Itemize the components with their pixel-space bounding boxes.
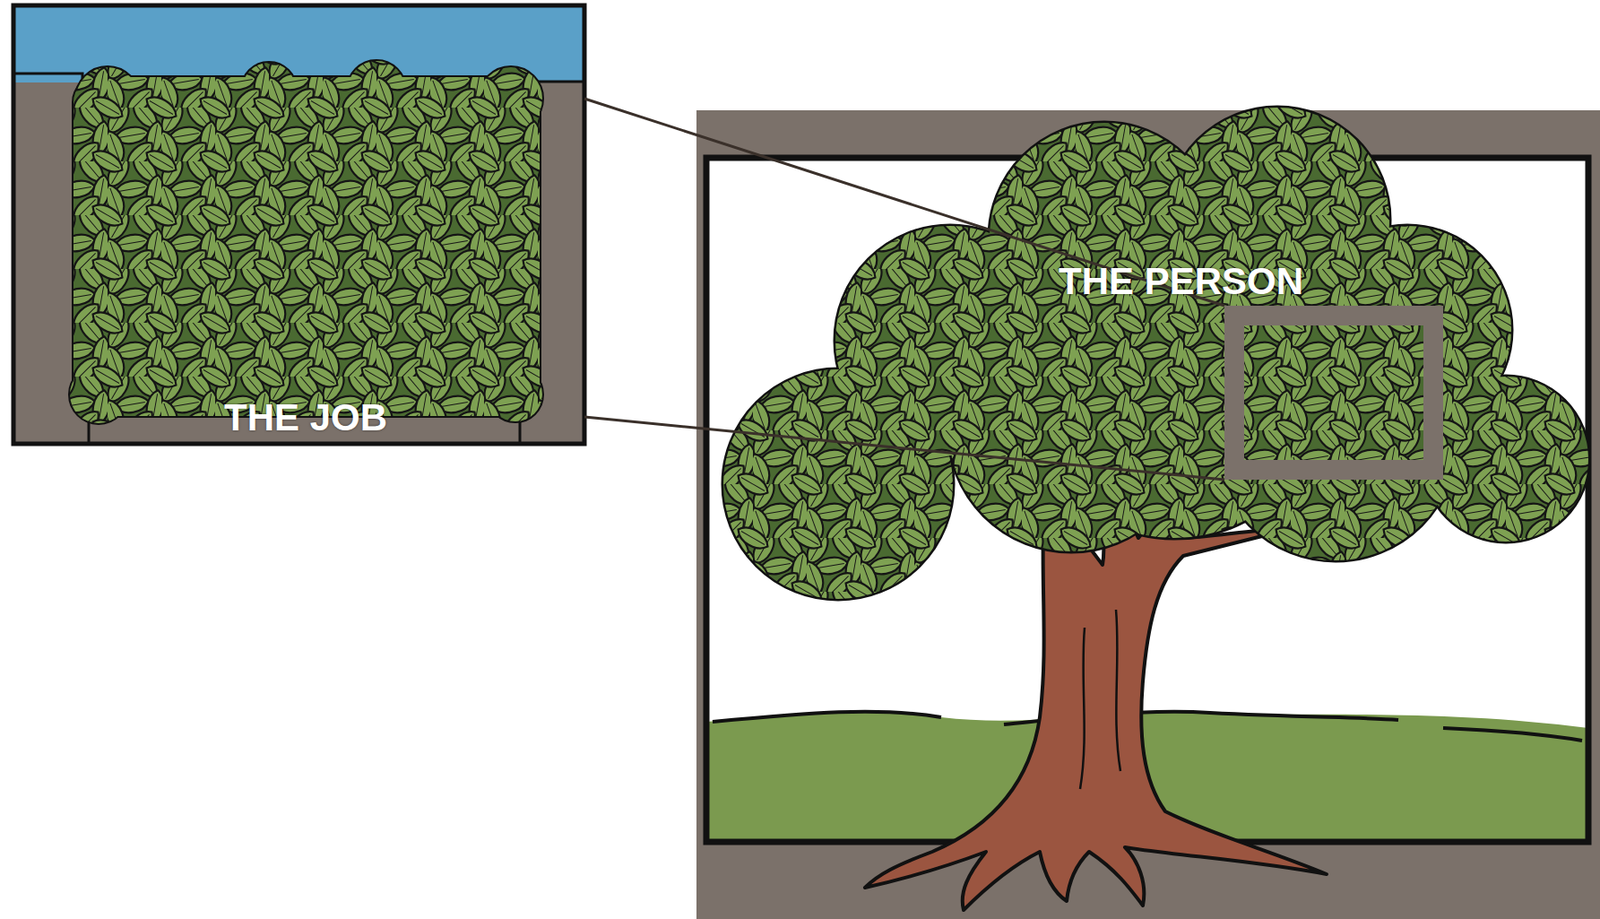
person-picture (696, 107, 1600, 919)
panel-label: THE PERSON (1058, 259, 1304, 303)
job-panel: THE JOB (13, 5, 585, 444)
zoom-line (584, 416, 1225, 480)
panel-label: THE JOB (224, 396, 388, 440)
job-inset (13, 5, 585, 444)
person-panel: THE PERSON (696, 110, 1600, 919)
